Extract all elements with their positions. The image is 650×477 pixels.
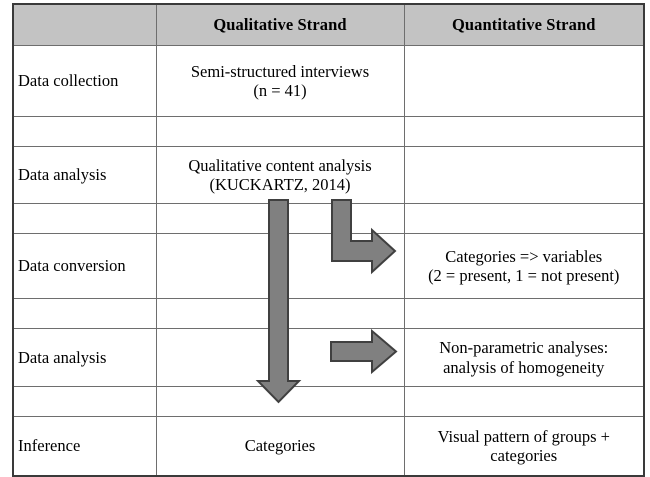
row-label-data-analysis-qualitative: Data analysis <box>12 146 157 204</box>
cell-line: (KUCKARTZ, 2014) <box>209 175 351 194</box>
cell-line: analysis of homogeneity <box>443 357 605 377</box>
cell-line: (2 = present, 1 = not present) <box>428 266 620 285</box>
design-matrix-table: Qualitative Strand Quantitative Strand D… <box>12 3 645 477</box>
spacer-row <box>12 386 645 417</box>
table-row: Data collection Semi-structured intervie… <box>12 45 645 117</box>
row-label-data-collection: Data collection <box>12 45 157 117</box>
table-row: Data conversion Categories => variables … <box>12 233 645 299</box>
header-cell-blank <box>12 3 157 46</box>
spacer-cell <box>12 386 157 417</box>
spacer-cell <box>155 298 405 329</box>
cell-line: Categories => variables <box>445 246 603 266</box>
cell-line: Qualitative content analysis <box>188 155 372 175</box>
spacer-cell <box>155 203 405 234</box>
row-label-data-conversion: Data conversion <box>12 233 157 299</box>
spacer-row <box>12 203 645 234</box>
table-row: Data analysis Qualitative content analys… <box>12 146 645 204</box>
cell-line: categories <box>490 446 558 465</box>
cell-qualitative-data-analysis-2 <box>155 328 405 387</box>
cell-quantitative-data-collection <box>403 45 645 117</box>
spacer-cell <box>403 298 645 329</box>
cell-line: Non-parametric analyses: <box>439 338 609 358</box>
spacer-cell <box>12 203 157 234</box>
header-cell-quantitative: Quantitative Strand <box>403 3 645 46</box>
spacer-row <box>12 116 645 147</box>
cell-qualitative-data-analysis: Qualitative content analysis (KUCKARTZ, … <box>155 146 405 204</box>
cell-quantitative-analysis: Non-parametric analyses: analysis of hom… <box>403 328 645 387</box>
row-label-data-analysis-quantitative: Data analysis <box>12 328 157 387</box>
table-row: Inference Categories Visual pattern of g… <box>12 416 645 477</box>
cell-qualitative-inference: Categories <box>155 416 405 477</box>
spacer-row <box>12 298 645 329</box>
cell-quantitative-inference: Visual pattern of groups + categories <box>403 416 645 477</box>
cell-line: Categories <box>244 436 316 456</box>
cell-line: Semi-structured interviews <box>190 61 370 81</box>
spacer-cell <box>155 386 405 417</box>
spacer-cell <box>12 298 157 329</box>
spacer-cell <box>403 116 645 147</box>
table-header-row: Qualitative Strand Quantitative Strand <box>12 3 645 46</box>
cell-line: (n = 41) <box>253 81 307 100</box>
cell-qualitative-data-collection: Semi-structured interviews (n = 41) <box>155 45 405 117</box>
table-row: Data analysis Non-parametric analyses: a… <box>12 328 645 387</box>
cell-quantitative-data-analysis-empty <box>403 146 645 204</box>
spacer-cell <box>155 116 405 147</box>
spacer-cell <box>403 386 645 417</box>
row-label-inference: Inference <box>12 416 157 477</box>
cell-line: Visual pattern of groups + <box>437 426 610 446</box>
header-cell-qualitative: Qualitative Strand <box>155 3 405 46</box>
cell-quantitative-data-conversion: Categories => variables (2 = present, 1 … <box>403 233 645 299</box>
cell-qualitative-data-conversion <box>155 233 405 299</box>
spacer-cell <box>12 116 157 147</box>
spacer-cell <box>403 203 645 234</box>
